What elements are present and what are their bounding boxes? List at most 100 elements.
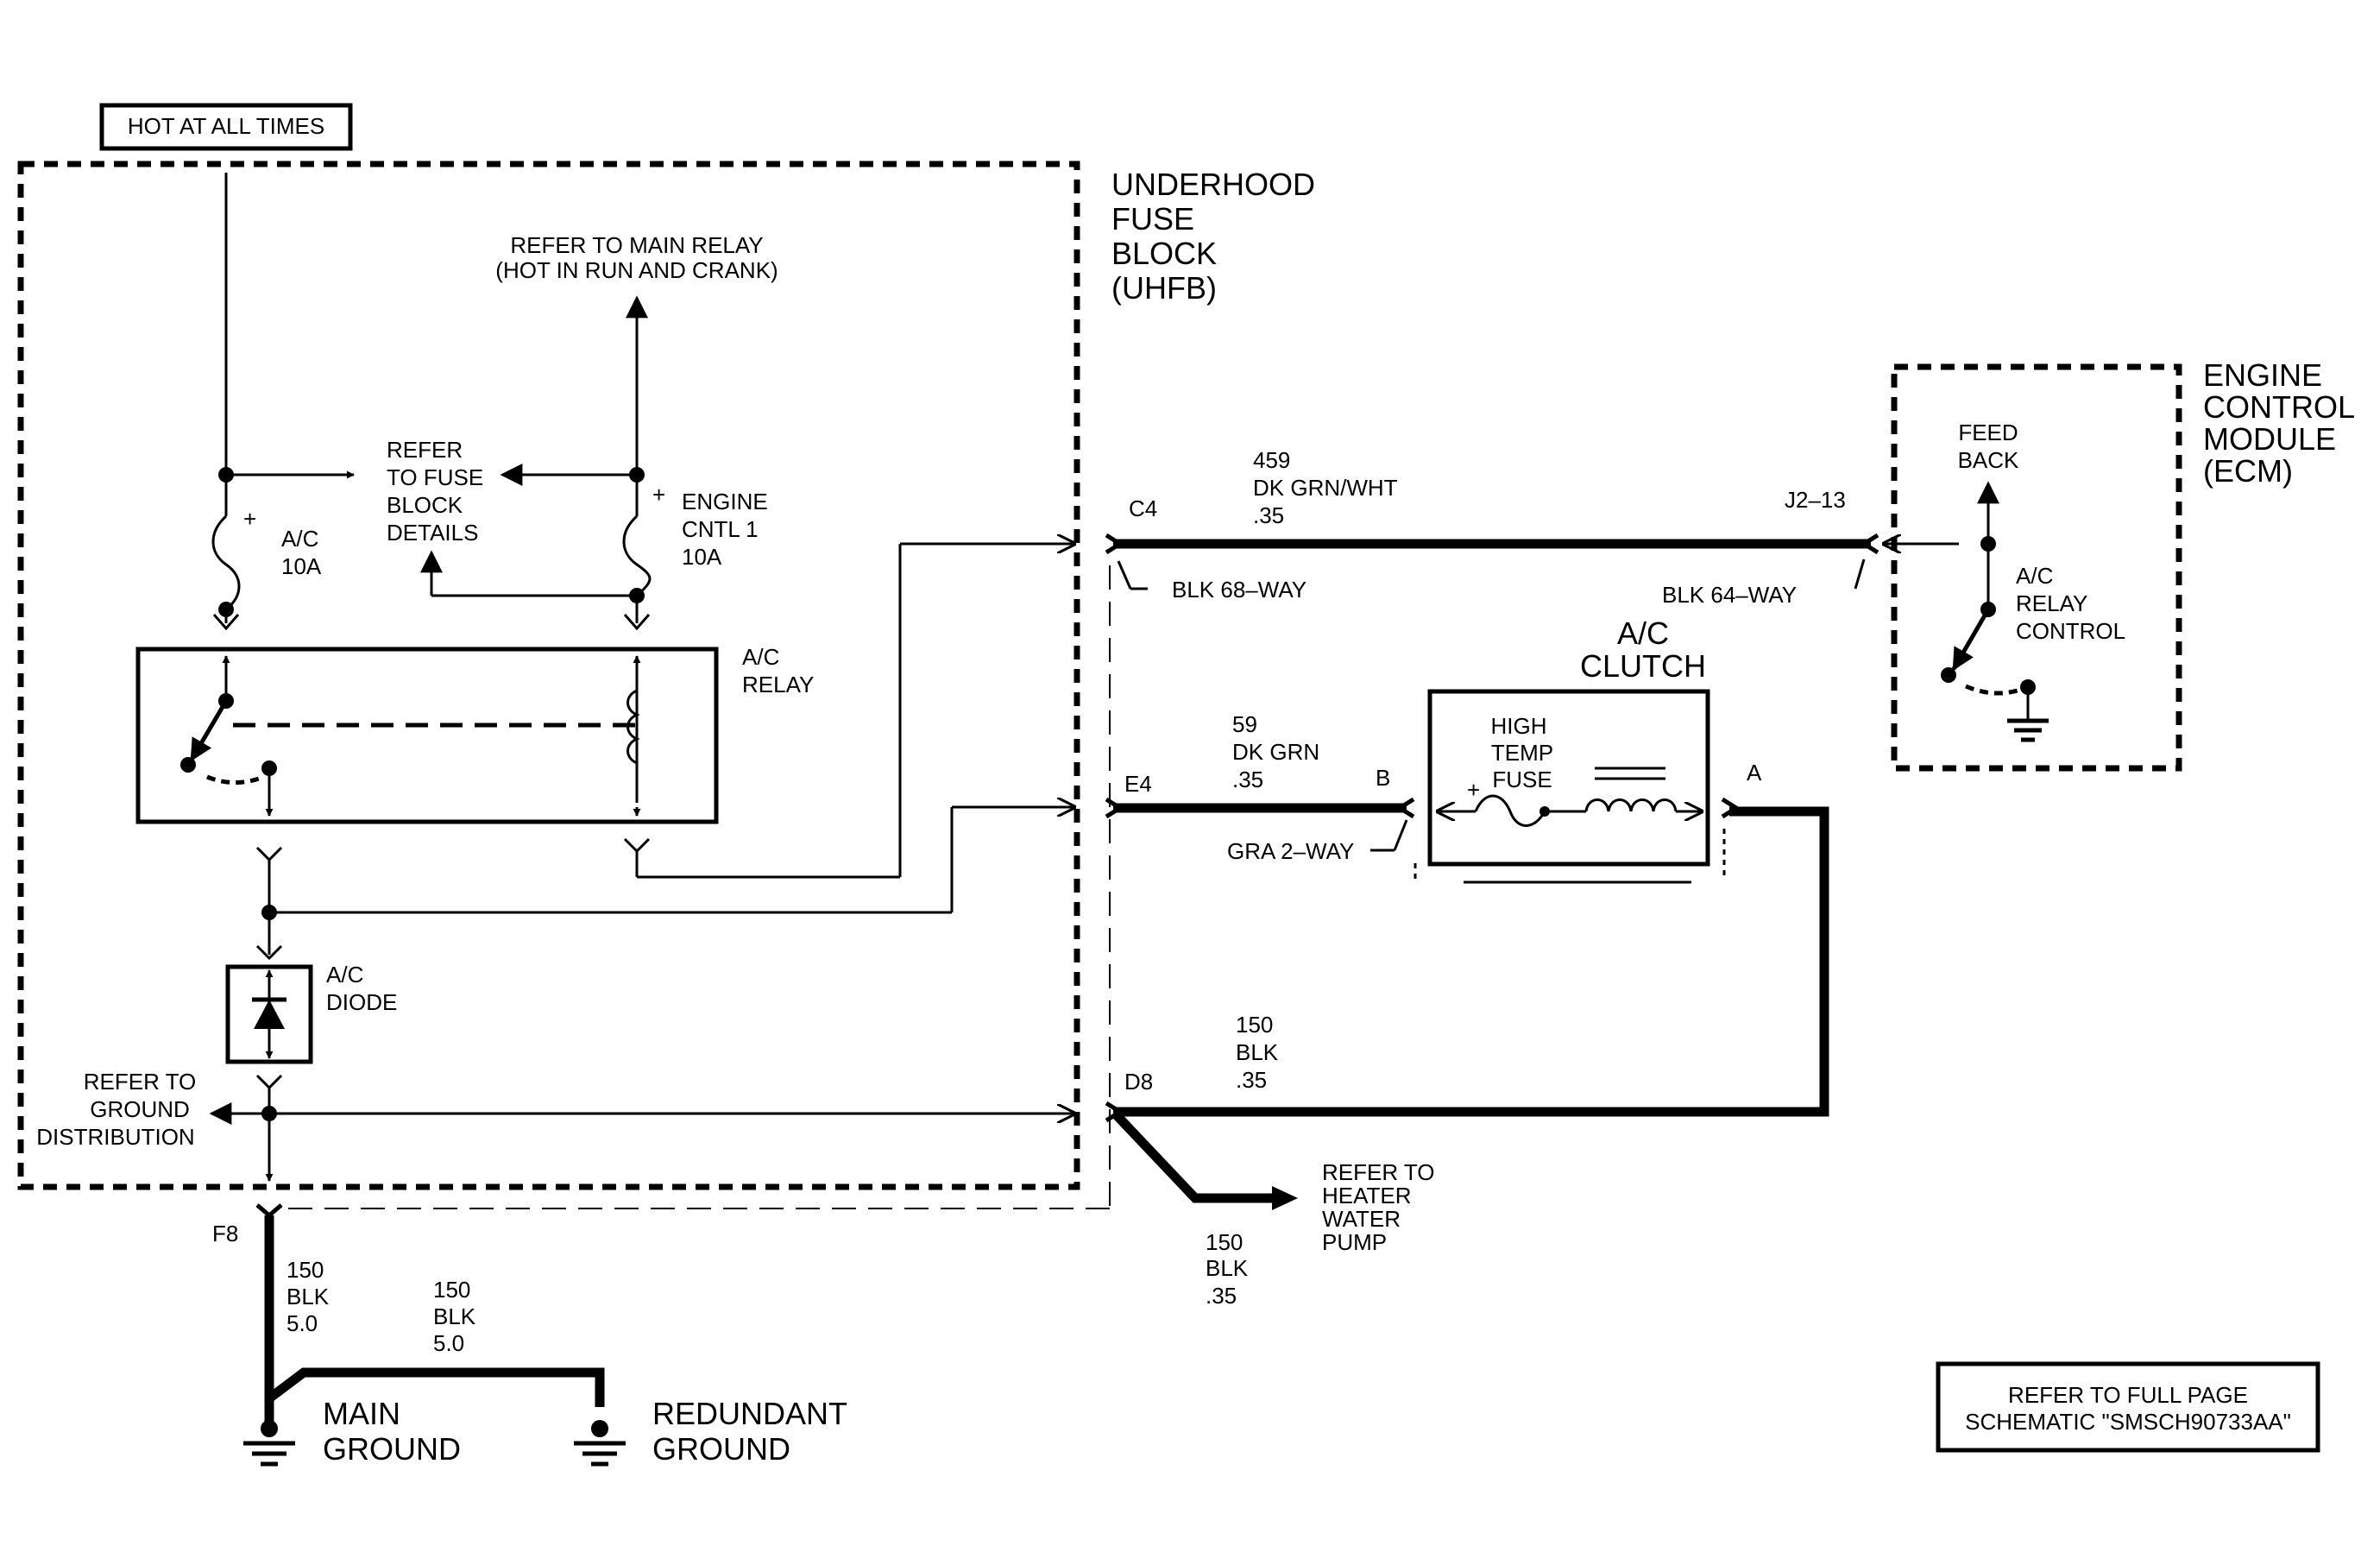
ac-fuse-symbol xyxy=(211,514,241,611)
svg-text:10A: 10A xyxy=(682,544,722,570)
svg-text:150: 150 xyxy=(1236,1012,1273,1038)
clutch-coil-symbol xyxy=(1584,798,1678,812)
thermal-fuse-symbol xyxy=(1474,794,1546,827)
svg-text:5.0: 5.0 xyxy=(286,1310,318,1336)
svg-text:REFER TO FULL PAGE: REFER TO FULL PAGE xyxy=(2008,1382,2248,1408)
ecm-title: ENGINE CONTROL MODULE (ECM) xyxy=(2203,357,2355,489)
uhfb-box xyxy=(17,161,1080,1190)
svg-text:BLK: BLK xyxy=(433,1303,476,1329)
svg-text:TO FUSE: TO FUSE xyxy=(387,464,483,490)
connector-c4: C4 xyxy=(1129,495,1157,521)
svg-text:DK GRN/WHT: DK GRN/WHT xyxy=(1253,475,1398,501)
svg-text:DETAILS: DETAILS xyxy=(387,520,478,546)
wire-150-pump-label: 150 BLK .35 xyxy=(1206,1229,1249,1309)
svg-text:CLUTCH: CLUTCH xyxy=(1580,648,1706,684)
engine-cntl-fuse-symbol xyxy=(622,514,652,597)
connector-blk-64-way: BLK 64–WAY xyxy=(1662,582,1797,608)
feed-back-label: FEED BACK xyxy=(1958,420,2019,473)
main-ground-label: MAIN GROUND xyxy=(323,1396,461,1467)
high-temp-fuse-label: HIGH TEMP FUSE xyxy=(1491,713,1554,792)
svg-text:WATER: WATER xyxy=(1322,1206,1401,1232)
connector-f8: F8 xyxy=(212,1221,238,1246)
ac-relay-label: A/C RELAY xyxy=(742,644,814,697)
connector-e4: E4 xyxy=(1124,771,1152,797)
svg-text:CNTL 1: CNTL 1 xyxy=(682,516,759,542)
svg-text:UNDERHOOD: UNDERHOOD xyxy=(1111,167,1315,202)
connector-gra-2-way: GRA 2–WAY xyxy=(1227,838,1354,864)
hot-at-all-times-label: HOT AT ALL TIMES xyxy=(128,113,324,139)
uhfb-title: UNDERHOOD FUSE BLOCK (UHFB) xyxy=(1111,167,1315,306)
connector-j2-13: J2–13 xyxy=(1785,487,1846,513)
svg-text:.35: .35 xyxy=(1206,1283,1237,1309)
svg-text:10A: 10A xyxy=(281,553,322,579)
svg-text:SCHEMATIC "SMSCH90733AA": SCHEMATIC "SMSCH90733AA" xyxy=(1965,1409,2291,1435)
svg-text:GROUND: GROUND xyxy=(90,1096,190,1122)
svg-text:REDUNDANT: REDUNDANT xyxy=(652,1396,847,1431)
wire-150-d8-label: 150 BLK .35 xyxy=(1236,1012,1279,1093)
connector-blk-68-way: BLK 68–WAY xyxy=(1172,577,1306,603)
fuse-block-details-label: REFER TO FUSE BLOCK DETAILS xyxy=(387,437,483,546)
svg-text:(ECM): (ECM) xyxy=(2203,453,2293,489)
svg-text:150: 150 xyxy=(286,1257,324,1283)
svg-text:REFER TO: REFER TO xyxy=(1322,1159,1435,1185)
wire-150-redundant-label: 150 BLK 5.0 xyxy=(433,1277,476,1356)
svg-text:ENGINE: ENGINE xyxy=(682,489,768,514)
svg-text:DK GRN: DK GRN xyxy=(1232,739,1319,765)
svg-text:A/C: A/C xyxy=(742,644,779,670)
ac-clutch-box xyxy=(1427,689,1710,867)
svg-text:REFER: REFER xyxy=(387,437,463,463)
pin-a: A xyxy=(1747,760,1762,786)
svg-text:CONTROL: CONTROL xyxy=(2016,618,2125,644)
svg-text:.35: .35 xyxy=(1232,767,1263,792)
svg-text:DIODE: DIODE xyxy=(326,989,397,1015)
redundant-ground-label: REDUNDANT GROUND xyxy=(652,1396,847,1467)
svg-text:+: + xyxy=(1467,777,1480,803)
svg-text:FUSE: FUSE xyxy=(1492,767,1552,792)
svg-text:A/C: A/C xyxy=(326,962,363,988)
refer-full-page-box: REFER TO FULL PAGE SCHEMATIC "SMSCH90733… xyxy=(1936,1361,2320,1453)
main-relay-label: REFER TO MAIN RELAY (HOT IN RUN AND CRAN… xyxy=(495,232,778,283)
svg-text:BLOCK: BLOCK xyxy=(1111,236,1217,271)
ac-diode-label: A/C DIODE xyxy=(326,962,397,1015)
svg-text:BLK: BLK xyxy=(1236,1039,1279,1065)
svg-text:BLOCK: BLOCK xyxy=(387,492,463,518)
svg-text:+: + xyxy=(243,506,256,532)
svg-text:BLK: BLK xyxy=(286,1284,330,1309)
ground-distribution-label: REFER TO GROUND DISTRIBUTION xyxy=(36,1069,196,1150)
svg-text:A/C: A/C xyxy=(281,526,318,552)
svg-text:(UHFB): (UHFB) xyxy=(1111,270,1217,306)
heater-water-pump-label: REFER TO HEATER WATER PUMP xyxy=(1322,1159,1435,1255)
svg-text:.35: .35 xyxy=(1236,1067,1267,1093)
relay-coil-symbol xyxy=(626,689,640,765)
ecm-box xyxy=(1891,363,2182,772)
svg-text:MODULE: MODULE xyxy=(2203,421,2336,457)
ac-relay-control-label: A/C RELAY CONTROL xyxy=(2016,563,2125,644)
hot-at-all-times-box: HOT AT ALL TIMES xyxy=(99,103,353,151)
connector-d8: D8 xyxy=(1124,1069,1153,1095)
svg-text:+: + xyxy=(652,482,665,508)
svg-text:459: 459 xyxy=(1253,447,1290,473)
svg-text:HEATER: HEATER xyxy=(1322,1183,1412,1208)
svg-text:REFER TO: REFER TO xyxy=(84,1069,197,1095)
svg-text:A/C: A/C xyxy=(1617,615,1669,651)
svg-text:GROUND: GROUND xyxy=(652,1431,790,1467)
svg-text:DISTRIBUTION: DISTRIBUTION xyxy=(36,1124,194,1150)
svg-text:A/C: A/C xyxy=(2016,563,2053,589)
svg-text:150: 150 xyxy=(1206,1229,1243,1255)
svg-text:5.0: 5.0 xyxy=(433,1330,464,1356)
ac-diode-box xyxy=(225,964,313,1064)
svg-text:59: 59 xyxy=(1232,711,1257,737)
wire-150-f8-label: 150 BLK 5.0 xyxy=(286,1257,330,1336)
engine-cntl-fuse-label: ENGINE CNTL 1 10A xyxy=(682,489,768,570)
svg-text:TEMP: TEMP xyxy=(1491,740,1553,766)
svg-text:BACK: BACK xyxy=(1958,447,2019,473)
svg-text:BLK: BLK xyxy=(1206,1255,1249,1281)
svg-text:150: 150 xyxy=(433,1277,470,1303)
pin-b: B xyxy=(1376,765,1390,791)
svg-text:RELAY: RELAY xyxy=(742,672,814,697)
svg-text:CONTROL: CONTROL xyxy=(2203,389,2355,425)
svg-text:PUMP: PUMP xyxy=(1322,1229,1387,1255)
ac-relay-box xyxy=(135,647,719,824)
svg-text:REFER TO MAIN RELAY: REFER TO MAIN RELAY xyxy=(510,232,763,258)
